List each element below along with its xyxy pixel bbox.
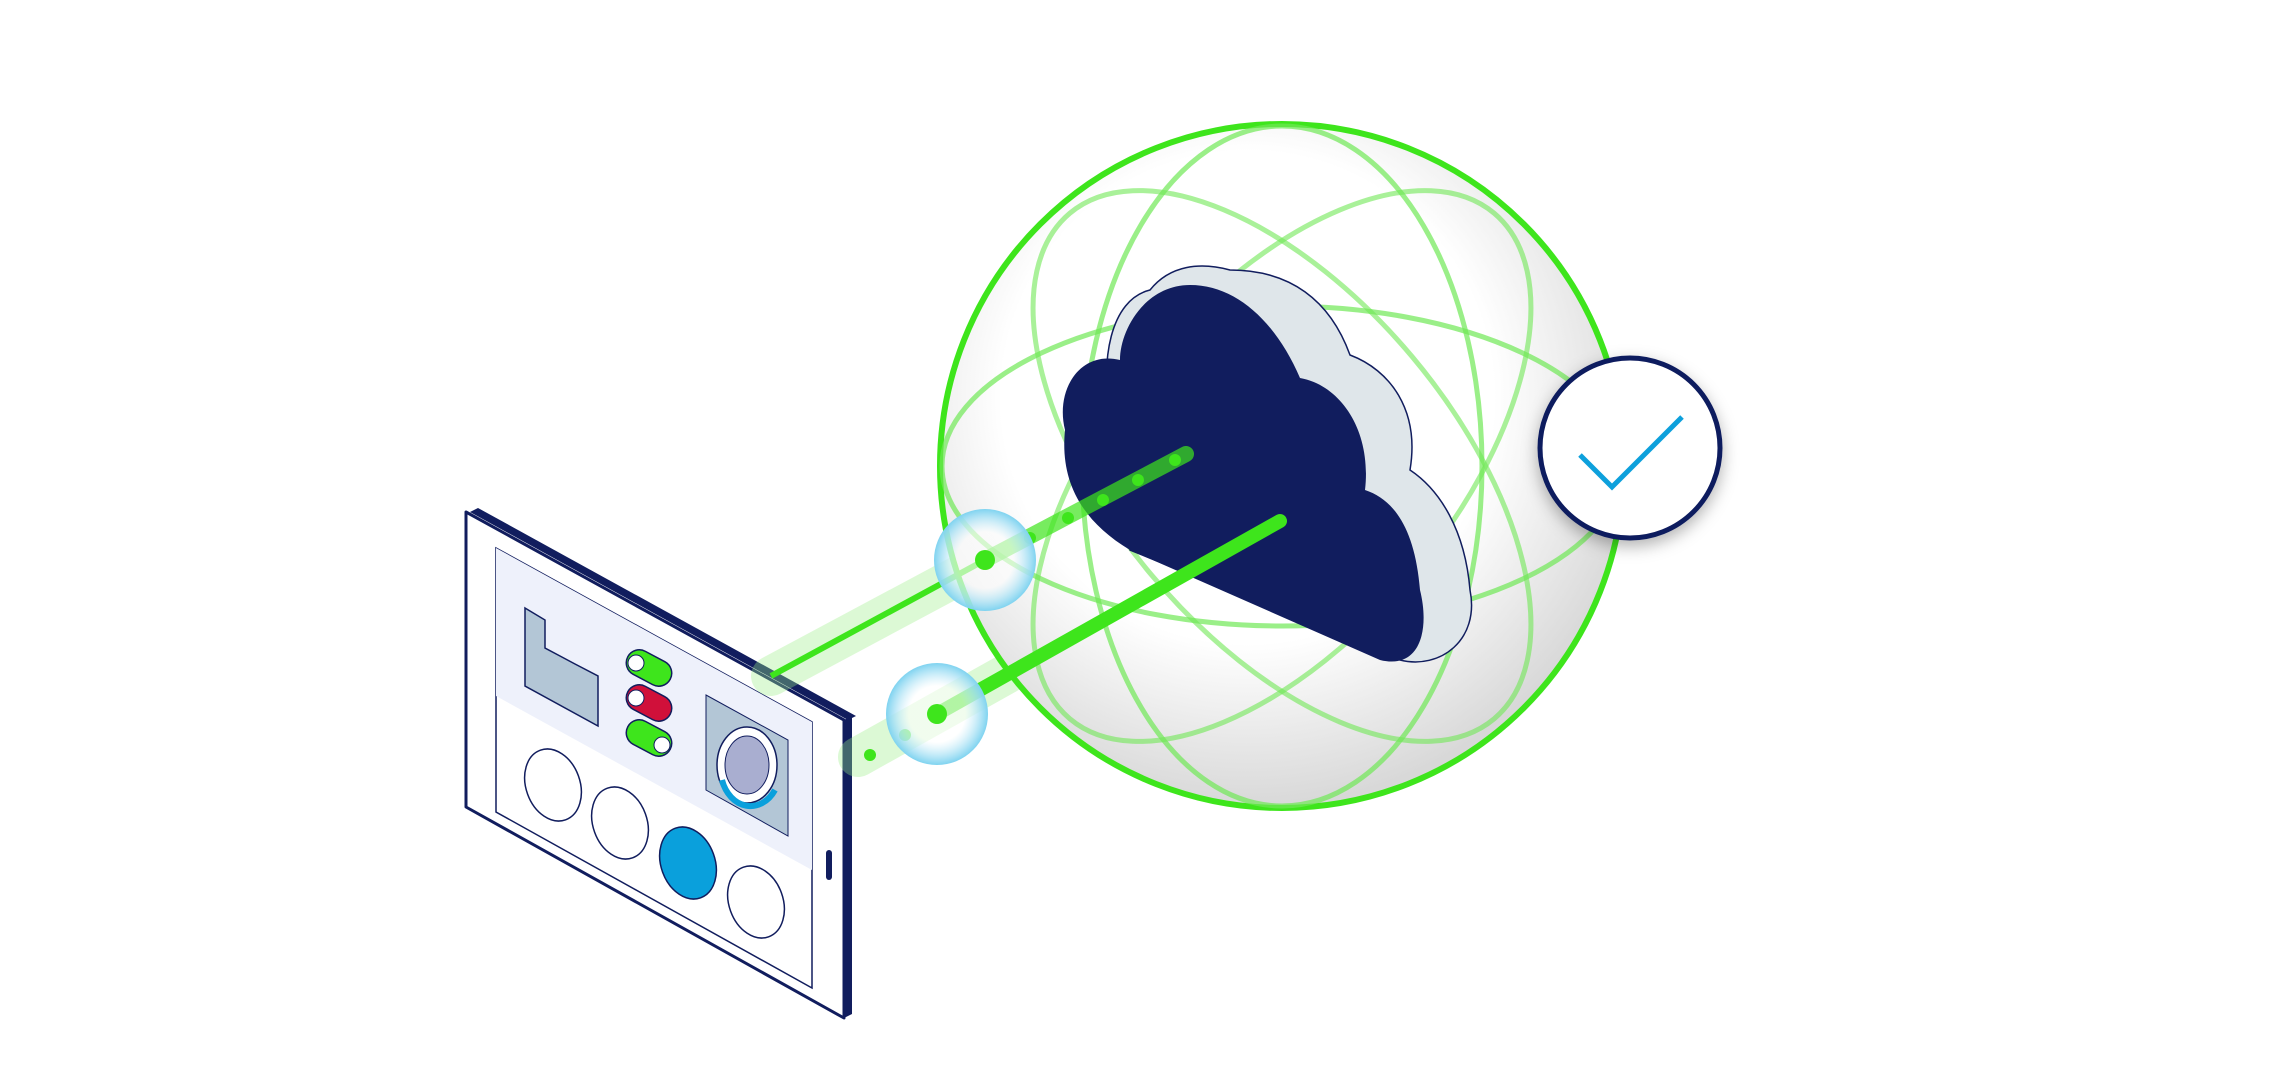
factory-icon [524, 606, 599, 728]
checkmark-icon [1537, 355, 1723, 541]
button-circle [590, 786, 650, 860]
data-bubble-icon [886, 663, 988, 765]
tablet-icon [464, 508, 856, 1020]
data-bubble-icon [934, 509, 1036, 611]
gauge-icon [705, 694, 789, 837]
toggle-switch-icon [625, 649, 673, 757]
button-circle-active [658, 826, 718, 900]
button-circle [523, 748, 583, 822]
button-circle [726, 865, 786, 939]
